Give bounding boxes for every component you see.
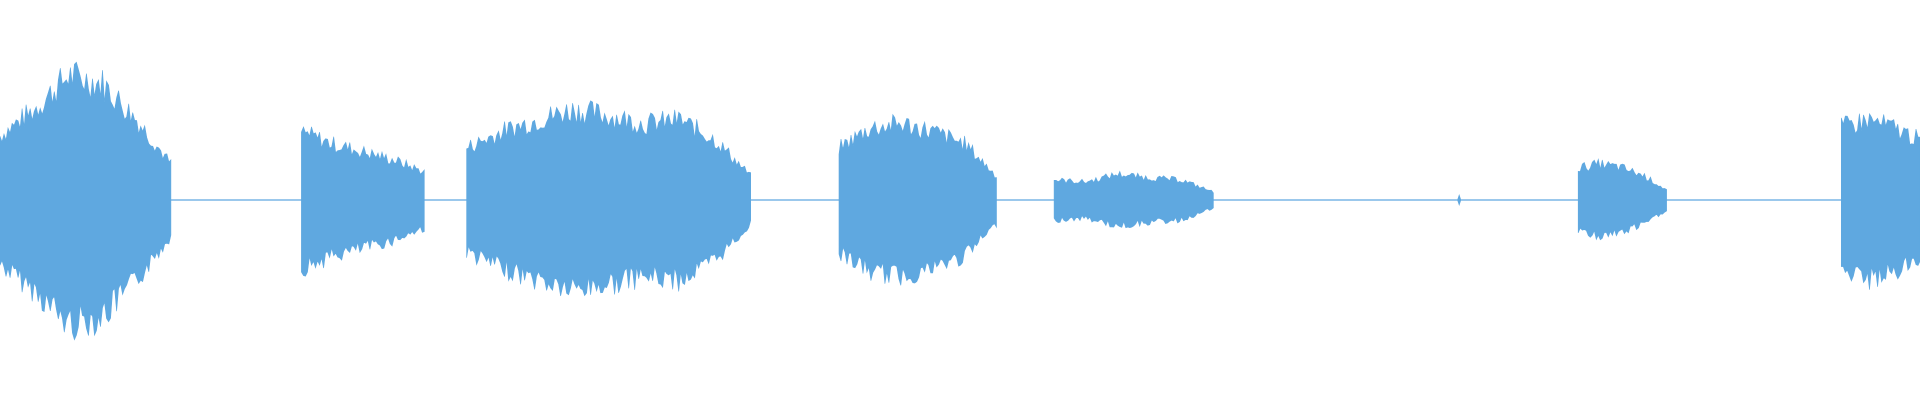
waveform-segments	[0, 61, 1920, 341]
waveform-segment	[1577, 158, 1667, 241]
waveform-segment	[466, 100, 751, 297]
waveform-segment	[301, 126, 425, 277]
waveform-segment	[838, 113, 997, 286]
waveform-segment	[1053, 170, 1214, 229]
waveform-segment	[1841, 112, 1920, 290]
waveform-segment	[0, 61, 172, 341]
waveform-transient	[1457, 194, 1462, 206]
